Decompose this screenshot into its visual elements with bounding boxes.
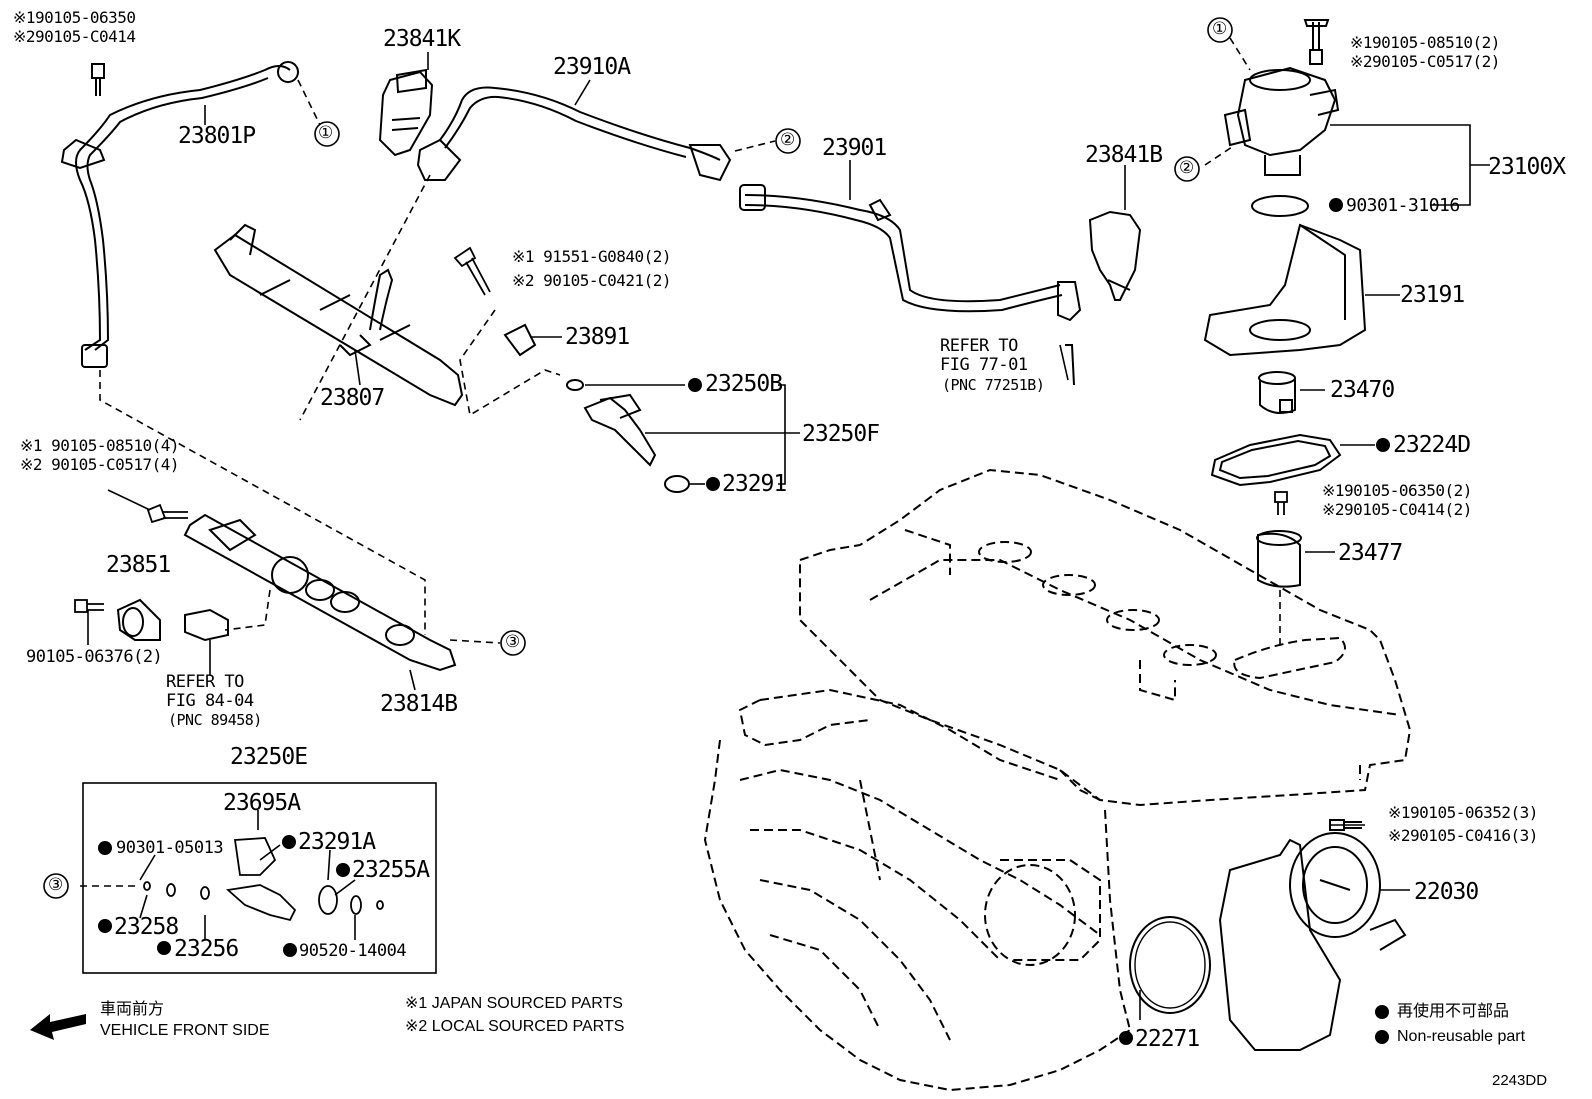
hose-23901 xyxy=(739,184,1082,322)
fastener-right-1: ※190105-06350(2) xyxy=(1322,481,1472,500)
label-23801p: 23801P xyxy=(178,123,256,149)
sensor-refer-84 xyxy=(184,608,229,642)
injector-23250f xyxy=(566,379,690,493)
label-23100x: 23100X xyxy=(1488,154,1566,180)
label-90301-31016: 90301-31016 xyxy=(1346,195,1460,216)
marker-3-a: ③ xyxy=(505,632,520,652)
label-90105-06376: 90105-06376(2) xyxy=(26,647,163,667)
label-23256: 23256 xyxy=(174,936,239,962)
pump-23100x xyxy=(1223,19,1340,176)
label-23470: 23470 xyxy=(1330,377,1395,403)
marker-2-b: ② xyxy=(1179,158,1194,178)
refer84-line2: FIG 84-04 xyxy=(166,691,254,711)
refer77-line2: FIG 77-01 xyxy=(940,355,1028,375)
hose-23910a xyxy=(416,86,732,182)
bolt-left xyxy=(146,503,188,524)
marker-3-b: ③ xyxy=(48,875,63,895)
label-23224d: 23224D xyxy=(1393,432,1471,458)
fastener-tb-2: ※290105-C0416(3) xyxy=(1388,826,1538,845)
bolt-90105-06376 xyxy=(74,599,104,613)
fastener-left-1: ※1 90105-08510(4) xyxy=(20,436,180,455)
kit-box-23250e xyxy=(82,782,437,974)
label-22271: 22271 xyxy=(1135,1026,1200,1052)
solid-leaders xyxy=(87,52,1490,1020)
fastener-tr-2: ※290105-C0517(2) xyxy=(1350,52,1500,71)
fastener-mid-1: ※1 91551-G0840(2) xyxy=(512,247,672,266)
label-90520-14004: 90520-14004 xyxy=(299,941,407,961)
nonreuse-en: Non-reusable part xyxy=(1397,1028,1526,1045)
label-23841b: 23841B xyxy=(1085,142,1163,168)
hose-23801p xyxy=(60,61,299,368)
gasket-23224d xyxy=(1210,433,1342,487)
front-side-en: VEHICLE FRONT SIDE xyxy=(100,1022,270,1039)
throttle-body-22030 xyxy=(1218,819,1407,1051)
fastener-tl-2: ※290105-C0414 xyxy=(13,27,136,46)
refer77-line1: REFER TO xyxy=(940,336,1018,356)
fastener-mid-2: ※2 90105-C0421(2) xyxy=(512,271,672,290)
front-side-jp: 車両前方 xyxy=(100,1001,165,1018)
marker-2-a: ② xyxy=(780,130,795,150)
cover-23841b xyxy=(1088,210,1142,301)
bracket-23191 xyxy=(1203,223,1367,357)
label-23910a: 23910A xyxy=(553,54,631,80)
spacer-23891 xyxy=(503,323,537,357)
delivery-pipe-23807 xyxy=(213,223,464,407)
label-23250e: 23250E xyxy=(230,744,308,770)
label-22030: 22030 xyxy=(1414,879,1479,905)
housing-23477 xyxy=(1256,530,1302,588)
label-23695a: 23695A xyxy=(223,790,301,816)
label-23807: 23807 xyxy=(320,385,385,411)
label-23255a: 23255A xyxy=(352,857,430,883)
fastener-right-2: ※290105-C0414(2) xyxy=(1322,500,1472,519)
label-23291a: 23291A xyxy=(298,829,376,855)
label-23901: 23901 xyxy=(822,135,887,161)
rail-23814b xyxy=(183,513,457,672)
fastener-tb-1: ※190105-06352(3) xyxy=(1388,803,1538,822)
gasket-22271-inner xyxy=(1134,921,1206,1009)
bolt-right xyxy=(1274,491,1288,515)
fastener-tr-1: ※190105-08510(2) xyxy=(1350,33,1500,52)
label-23291: 23291 xyxy=(722,471,787,497)
source-note-1: ※1 JAPAN SOURCED PARTS xyxy=(405,995,623,1012)
label-23841k: 23841K xyxy=(383,26,461,52)
connector-23841k xyxy=(378,68,434,157)
marker-circles xyxy=(43,17,1233,899)
label-23250f: 23250F xyxy=(802,421,880,447)
dashed-leaders xyxy=(80,37,1281,887)
label-23814b: 23814B xyxy=(380,691,458,717)
filled-circle-icon xyxy=(98,198,1390,1045)
refer-pipe xyxy=(1065,344,1075,386)
diagram-code: 2243DD xyxy=(1492,1072,1548,1089)
fastener-tl-1: ※190105-06350 xyxy=(13,8,136,27)
marker-1-b: ① xyxy=(1212,19,1227,39)
label-23851: 23851 xyxy=(106,552,171,578)
fastener-left-2: ※2 90105-C0517(4) xyxy=(20,455,180,474)
grommet-23851 xyxy=(116,598,161,641)
engine-outline xyxy=(703,468,1412,1092)
source-note-2: ※2 LOCAL SOURCED PARTS xyxy=(405,1018,625,1035)
bolt-mid xyxy=(453,246,491,296)
refer77-line3: (PNC 77251B) xyxy=(942,376,1045,394)
nonreuse-jp: 再使用不可部品 xyxy=(1397,1003,1510,1020)
kit-parts xyxy=(143,837,384,922)
front-arrow-icon xyxy=(30,1014,86,1040)
lifter-23470 xyxy=(1258,371,1296,415)
label-23191: 23191 xyxy=(1400,282,1465,308)
label-23477: 23477 xyxy=(1338,540,1403,566)
marker-1-a: ① xyxy=(318,123,333,143)
label-23250b: 23250B xyxy=(705,371,783,397)
label-90301-05013: 90301-05013 xyxy=(116,838,224,858)
refer84-line1: REFER TO xyxy=(166,672,244,692)
o-ring-90301-31016 xyxy=(1251,195,1309,217)
gasket-22271 xyxy=(1129,916,1211,1014)
label-23891: 23891 xyxy=(565,324,630,350)
label-23258: 23258 xyxy=(114,914,179,940)
refer84-line3: (PNC 89458) xyxy=(168,711,262,729)
